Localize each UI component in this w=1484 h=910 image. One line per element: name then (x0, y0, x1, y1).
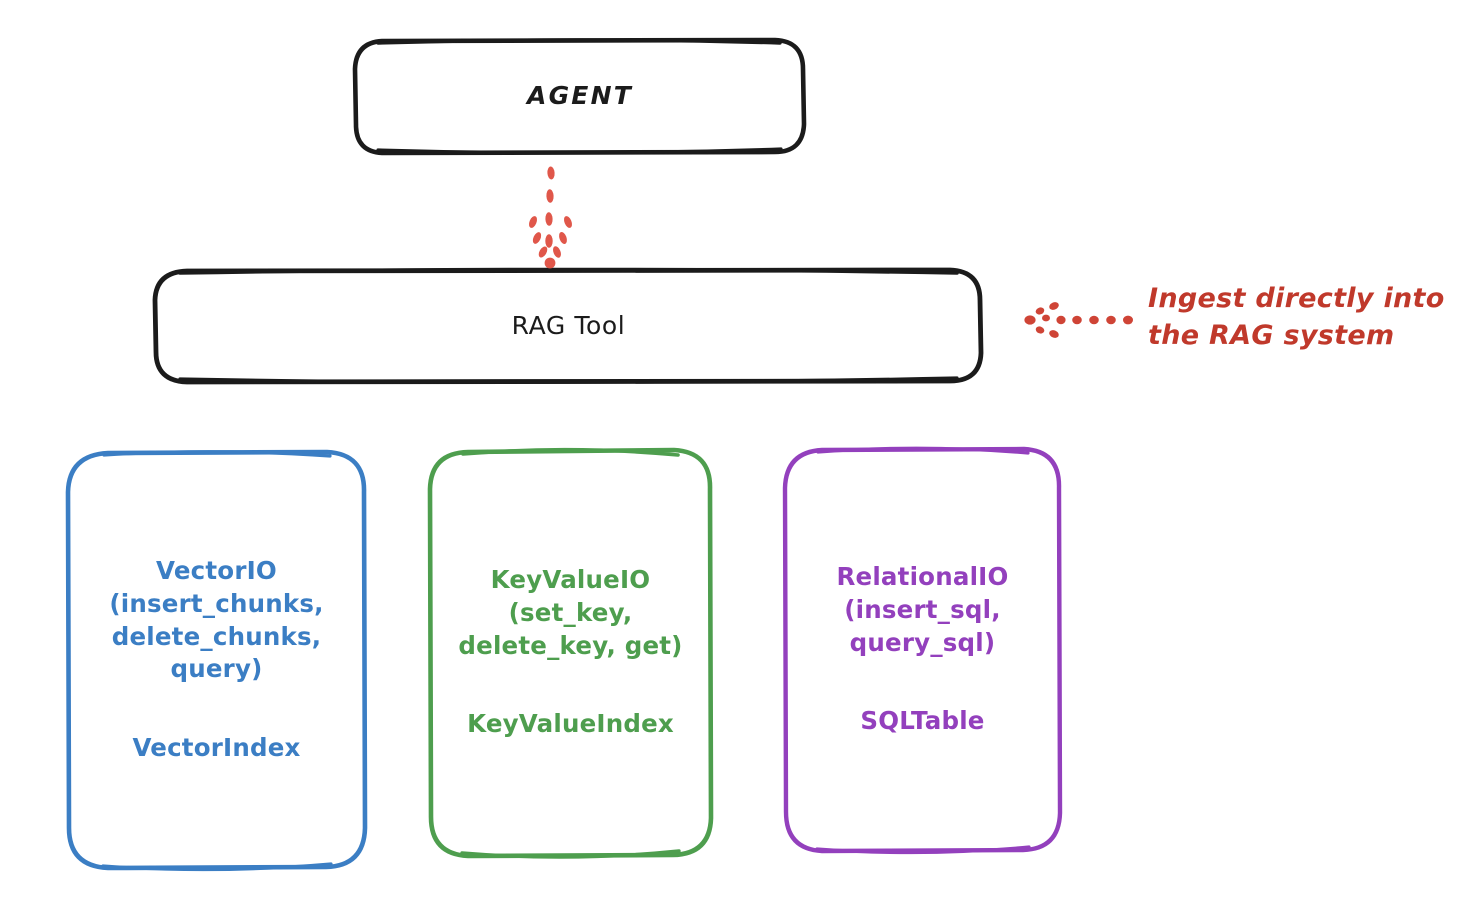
rag-tool-node-label: RAG Tool (511, 310, 626, 340)
vector-io-index-label: VectorIndex (132, 733, 301, 763)
relational-io-index-label: SQLTable (860, 706, 985, 736)
relational-io-node[interactable]: RelationalIO (insert_sql, query_sql) SQL… (785, 449, 1060, 850)
rag-tool-node[interactable]: RAG Tool (155, 270, 982, 382)
ingest-arrow-connector (1024, 302, 1133, 338)
vector-io-node[interactable]: VectorIO (insert_chunks, delete_chunks, … (68, 452, 365, 868)
relational-io-api-label: RelationalIO (insert_sql, query_sql) (836, 561, 1009, 657)
key-value-io-api-label: KeyValueIO (set_key, delete_key, get) (458, 564, 683, 660)
agent-to-rag-connector (529, 166, 572, 269)
ingest-annotation: Ingest directly into the RAG system (1148, 281, 1478, 355)
agent-node[interactable]: AGENT (355, 40, 805, 153)
ingest-annotation-text: Ingest directly into the RAG system (1148, 283, 1445, 351)
key-value-io-node[interactable]: KeyValueIO (set_key, delete_key, get) Ke… (430, 450, 711, 855)
key-value-io-index-label: KeyValueIndex (467, 709, 674, 739)
vector-io-api-label: VectorIO (insert_chunks, delete_chunks, … (109, 555, 324, 684)
agent-node-label: AGENT (527, 81, 633, 111)
